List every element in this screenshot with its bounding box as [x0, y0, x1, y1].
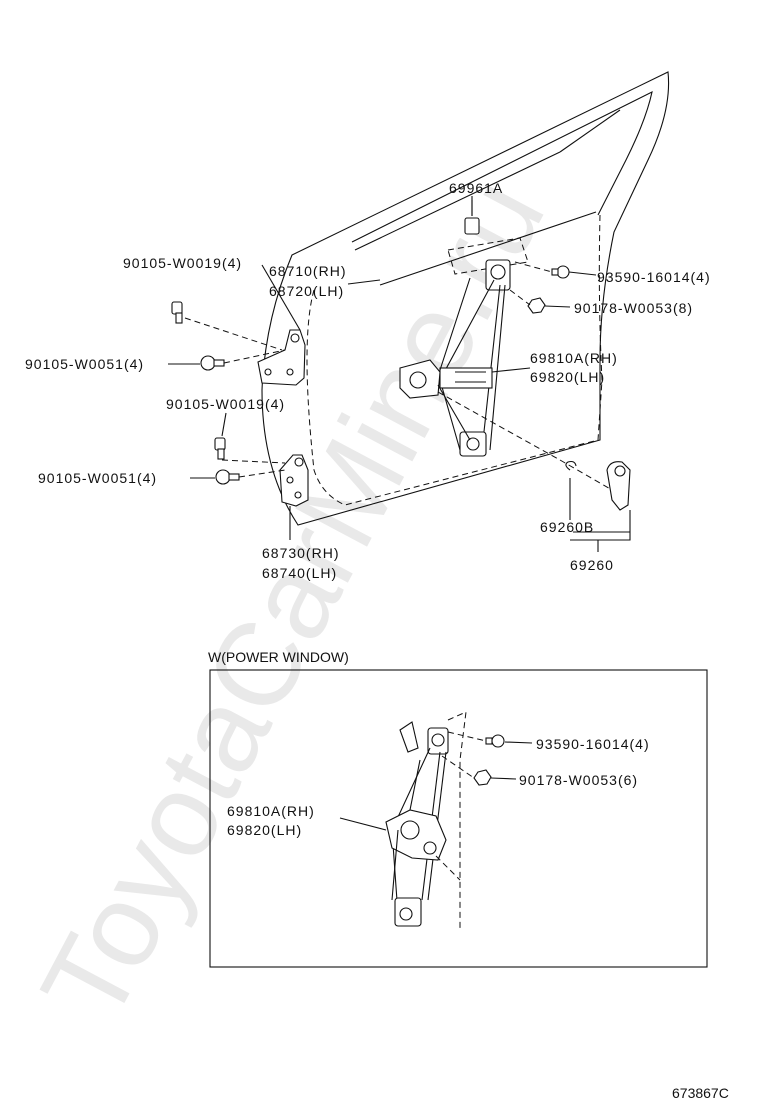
power-window-regulator [385, 711, 467, 930]
label-69961A: 69961A [449, 180, 503, 196]
inset-frame [209, 669, 708, 968]
inset-label-90178-W0053: 90178-W0053(6) [519, 772, 638, 788]
inset-label-69810A-rh: 69810A(RH) [227, 803, 315, 819]
door-outline [261, 71, 670, 526]
label-69260: 69260 [570, 557, 614, 573]
diagram-code: 673867C [672, 1085, 729, 1101]
label-69820-lh: 69820(LH) [530, 369, 605, 385]
window-regulator [399, 237, 529, 457]
window-handle [565, 460, 631, 511]
nut-90178-W0053 [527, 297, 546, 314]
label-68740-lh: 68740(LH) [262, 565, 337, 581]
label-93590-16014: 93590-16014(4) [597, 269, 711, 285]
label-69260B: 69260B [540, 519, 594, 535]
label-90105-W0051-low: 90105-W0051(4) [38, 470, 157, 486]
bolt-90105-W0019-top [171, 301, 183, 324]
label-90178-W0053: 90178-W0053(8) [574, 300, 693, 316]
inset-nut-90178-W0053 [473, 769, 492, 786]
label-90105-W0051-top: 90105-W0051(4) [25, 356, 144, 372]
lower-hinge [279, 454, 309, 507]
label-90105-W0019-top: 90105-W0019(4) [123, 255, 242, 271]
label-68720-lh: 68720(LH) [269, 283, 344, 299]
label-68710-rh: 68710(RH) [269, 263, 346, 279]
bolt-93590-16014 [551, 265, 570, 279]
inset-label-69820-lh: 69820(LH) [227, 822, 302, 838]
inset-title: W(POWER WINDOW) [208, 649, 349, 665]
bolt-90105-W0019-mid [214, 437, 226, 460]
bolt-90105-W0051-top [200, 355, 225, 371]
upper-hinge [257, 329, 306, 386]
label-68730-rh: 68730(RH) [262, 545, 339, 561]
label-69810A-rh: 69810A(RH) [530, 350, 618, 366]
inset-bolt-93590-16014 [485, 734, 505, 748]
label-90105-W0019-mid: 90105-W0019(4) [166, 396, 285, 412]
bolt-90105-W0051-low [215, 469, 240, 485]
inset-label-93590-16014: 93590-16014(4) [536, 736, 650, 752]
